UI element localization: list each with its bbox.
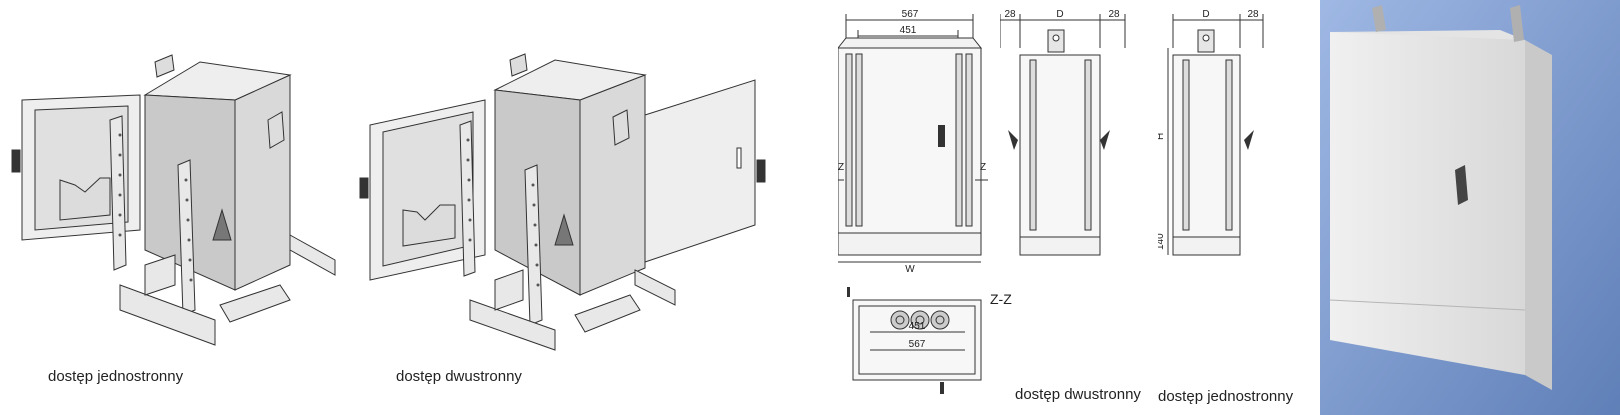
rear-door-detached xyxy=(644,79,756,263)
section-mark-right: Z xyxy=(980,162,986,173)
lifting-bracket xyxy=(154,54,175,78)
plinth-corner xyxy=(219,284,291,323)
dim-28-right: 28 xyxy=(1247,9,1259,20)
caption-drawing-two-sided: dostęp dwustronny xyxy=(1015,386,1141,403)
handle-left xyxy=(1008,130,1018,150)
cabinet-two-sided-illustration xyxy=(359,53,766,351)
mounting-rail-right xyxy=(177,159,196,316)
photo-door-handle xyxy=(1455,165,1468,205)
cabinet-right-face xyxy=(234,74,291,291)
dim-567: 567 xyxy=(902,9,919,20)
side-base xyxy=(1172,236,1241,256)
handle-right xyxy=(1244,130,1254,150)
caption-one-sided: dostęp jednostronny xyxy=(48,368,184,385)
door-handle xyxy=(359,177,369,199)
mounting-rail-left xyxy=(459,120,476,277)
dim-451: 451 xyxy=(900,25,917,36)
plinth-side-right xyxy=(289,234,336,276)
dim-28-left: 28 xyxy=(1004,9,1016,20)
side-base xyxy=(1019,236,1101,256)
plinth-corner xyxy=(574,294,641,333)
dim-depth: D xyxy=(1202,9,1209,20)
section-mark-left: Z xyxy=(838,162,844,173)
section-dim-567: 567 xyxy=(909,339,926,350)
cabinet-one-sided-illustration xyxy=(11,54,336,346)
section-zz-drawing: 451 567 Z-Z xyxy=(847,287,1012,394)
plinth-side-right xyxy=(634,269,676,306)
cable-gland xyxy=(554,213,574,246)
lifting-bracket xyxy=(509,53,528,77)
cable-gland xyxy=(212,208,232,241)
handle-right xyxy=(1100,130,1110,150)
photo-cabinet-front xyxy=(1330,32,1525,375)
plinth-front xyxy=(469,299,556,351)
front-view-drawing: 567 451 W Z Z xyxy=(838,9,988,275)
dim-140: 140 xyxy=(1158,233,1166,250)
dim-depth: D xyxy=(1056,9,1063,20)
front-view-lock xyxy=(938,125,945,147)
dim-28-right: 28 xyxy=(1108,9,1120,20)
side-view-one-sided-drawing: D 28 H 140 xyxy=(1158,9,1264,256)
document-pocket xyxy=(402,204,456,247)
caption-drawing-one-sided: dostęp jednostronny xyxy=(1158,388,1294,405)
dim-height: H xyxy=(1158,133,1166,140)
plinth-side-left xyxy=(144,254,176,296)
dim-width: W xyxy=(905,264,915,275)
front-view-top-cap xyxy=(838,37,983,49)
photo-cabinet-side xyxy=(1525,40,1552,390)
section-label: Z-Z xyxy=(990,291,1012,307)
mounting-rail-left xyxy=(109,115,127,271)
cable-entry-3 xyxy=(930,310,950,330)
cable-entry-2 xyxy=(910,310,930,330)
side-view-two-sided-drawing: 28 D 28 H 140 xyxy=(1000,9,1126,256)
document-pocket xyxy=(59,177,111,221)
photo-lifting-eye-left xyxy=(1372,5,1386,32)
front-view-base xyxy=(838,232,982,256)
door-handle xyxy=(11,149,21,173)
plinth-side-left xyxy=(494,269,524,311)
photo-lifting-eye-right xyxy=(1510,5,1524,42)
caption-two-sided: dostęp dwustronny xyxy=(396,368,522,385)
section-dim-451: 451 xyxy=(909,321,926,332)
cabinet-product-photo xyxy=(1320,0,1620,415)
cabinet-right-face xyxy=(579,74,646,296)
plinth-front xyxy=(119,284,216,346)
cable-entry-1 xyxy=(890,310,910,330)
rear-door-handle xyxy=(756,159,766,183)
